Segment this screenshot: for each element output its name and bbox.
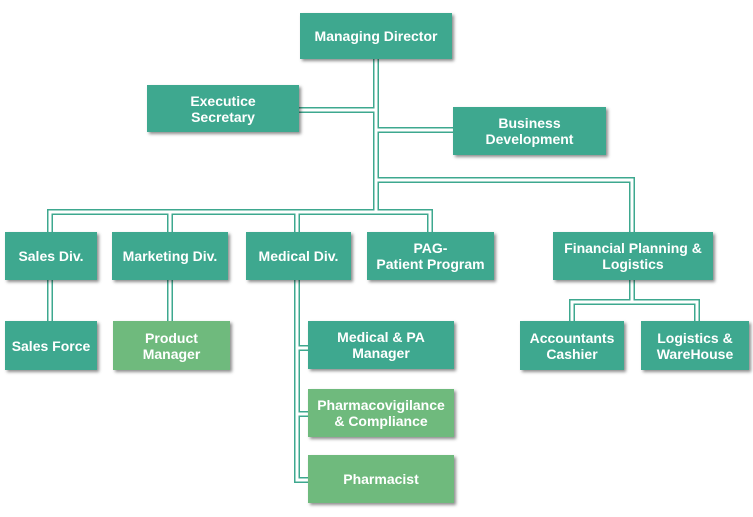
pharmacovigilance-compliance-box: Pharmacovigilance & Compliance — [308, 389, 454, 437]
financial-planning-logistics-box: Financial Planning & Logistics — [553, 232, 713, 280]
medical-div-box: Medical Div. — [246, 232, 351, 280]
pag-patient-program-box: PAG- Patient Program — [367, 232, 494, 280]
business-development-box: Business Development — [453, 107, 606, 155]
product-manager-box: Product Manager — [113, 321, 230, 370]
sales-force-box: Sales Force — [5, 321, 97, 370]
connector-edge-3 — [373, 177, 635, 235]
pharmacist-box: Pharmacist — [308, 455, 454, 503]
logistics-warehouse-box: Logistics & WareHouse — [641, 321, 749, 370]
sales-div-box: Sales Div. — [5, 232, 97, 280]
executive-secretary-box: Executice Secretary — [147, 85, 299, 132]
connector-line-3 — [374, 178, 634, 234]
accountants-cashier-box: Accountants Cashier — [520, 321, 624, 370]
managing-director-box: Managing Director — [300, 13, 452, 59]
medical-pa-manager-box: Medical & PA Manager — [308, 321, 454, 369]
marketing-div-box: Marketing Div. — [112, 232, 228, 280]
